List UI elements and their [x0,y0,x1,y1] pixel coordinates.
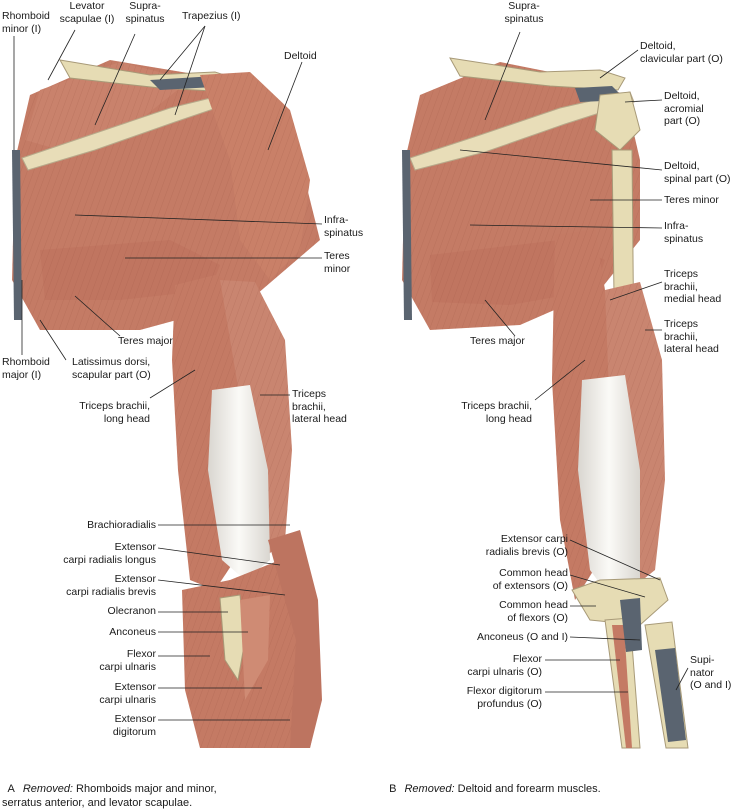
label-infraspinatus-b: Infra- spinatus [664,220,704,245]
label-deltoid-clavicular: Deltoid, clavicular part (O) [640,40,723,65]
label-supinator: Supi- nator (O and I) [690,654,732,691]
label-teres-minor-b: Teres minor [664,194,719,206]
label-supraspinatus-b: Supra- spinatus [504,0,544,25]
label-deltoid-a: Deltoid [284,50,317,62]
label-triceps-long-head-b: Triceps brachii, long head [461,400,532,425]
label-ecr-brevis-b: Extensor carpi radialis brevis (O) [485,533,568,558]
label-teres-major-a: Teres major [118,335,173,347]
label-brachioradialis: Brachioradialis [87,519,156,531]
label-levator-scapulae: Levator scapulae (I) [59,0,115,25]
label-deltoid-spinal: Deltoid, spinal part (O) [664,160,731,185]
label-teres-major-b: Teres major [470,335,525,347]
label-triceps-lateral-head-a: Triceps brachii, lateral head [292,388,347,425]
label-anconeus-b: Anconeus (O and I) [476,631,568,643]
label-ecu: Extensor carpi ulnaris [99,681,156,706]
label-anconeus-a: Anconeus [109,626,156,638]
label-triceps-long-head-a: Triceps brachii, long head [79,400,150,425]
caption-b-letter: B [389,783,397,795]
label-trapezius: Trapezius (I) [182,10,241,22]
caption-a-letter: A [7,783,15,795]
label-fcu-a: Flexor carpi ulnaris [99,648,156,673]
panel-a-illustration [12,59,322,748]
label-rhomboid-minor: Rhomboid minor (I) [2,10,50,35]
label-rhomboid-major: Rhomboid major (I) [2,356,50,381]
panel-b-illustration [402,57,689,749]
label-triceps-lateral-head-b: Triceps brachii, lateral head [664,318,719,355]
label-teres-minor-a: Teres minor [324,250,351,275]
label-common-extensors: Common head of extensors (O) [492,567,568,592]
caption-b-removed: Removed: [404,783,455,795]
caption-a-removed: Removed: [22,783,73,795]
label-olecranon: Olecranon [107,605,156,617]
leader-lines [13,25,689,721]
label-supraspinatus-a: Supra- spinatus [125,0,165,25]
label-triceps-medial-head: Triceps brachii, medial head [664,268,722,305]
label-ecr-longus: Extensor carpi radialis longus [63,541,156,566]
label-ext-digitorum: Extensor digitorum [112,713,156,738]
caption-b: B Removed: Deltoid and forearm muscles. [383,768,601,796]
label-common-flexors: Common head of flexors (O) [499,599,568,624]
label-latissimus-dorsi: Latissimus dorsi, scapular part (O) [72,356,151,381]
label-fcu-b: Flexor carpi ulnaris (O) [467,653,542,678]
label-infraspinatus-a: Infra- spinatus [324,214,364,239]
label-fdp: Flexor digitorum profundus (O) [466,685,542,710]
label-ecr-brevis-a: Extensor carpi radialis brevis [66,573,156,598]
label-deltoid-acromial: Deltoid, acromial part (O) [664,90,704,127]
caption-b-text: Deltoid and forearm muscles. [454,783,601,795]
